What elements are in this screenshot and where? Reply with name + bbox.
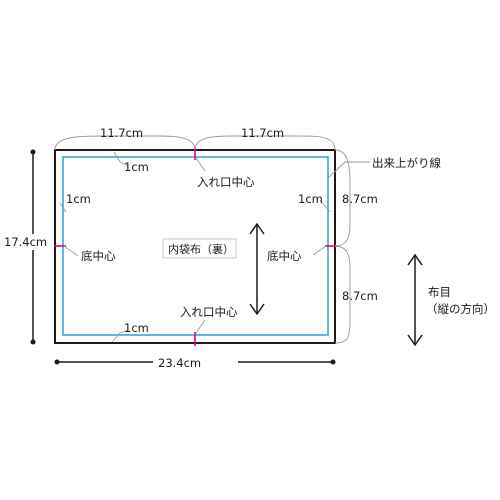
bottom-center-left-label: 底中心	[81, 249, 116, 263]
piece-name-box	[162, 238, 237, 259]
right-lower-dimension: 8.7cm	[342, 289, 378, 303]
height-total-label: 17.4cm	[4, 235, 47, 249]
seam-left-label: 1cm	[66, 192, 91, 206]
finish-line-leader	[327, 161, 370, 179]
grain-label-line1: 布目	[428, 285, 451, 299]
seam-bottom-label: 1cm	[124, 321, 149, 335]
opening-center-bottom-label: 入れ口中心	[180, 305, 238, 319]
seam-right-label: 1cm	[298, 192, 323, 206]
top-dimension-curves	[54, 135, 336, 151]
bottom-center-right-label: 底中心	[267, 249, 302, 263]
opening-center-top-label: 入れ口中心	[197, 175, 255, 189]
inner-grain-arrow	[249, 222, 265, 316]
finish-line-label: 出来上がり線	[372, 156, 441, 170]
seam-leaders	[59, 151, 331, 343]
top-center-leader	[195, 157, 206, 172]
piece-name-label: 内袋布（裏）	[168, 242, 234, 256]
right-center-leader	[312, 245, 327, 256]
top-right-dimension: 11.7cm	[241, 126, 284, 140]
grain-direction-arrow	[407, 253, 423, 347]
left-center-leader	[63, 245, 79, 257]
bottom-center-leader	[195, 319, 206, 334]
right-dimension-curves	[334, 149, 351, 344]
seam-top-label: 1cm	[124, 160, 149, 174]
grain-label-line2: （縦の方向）	[426, 302, 495, 316]
width-total-label: 23.4cm	[158, 356, 201, 370]
right-upper-dimension: 8.7cm	[342, 192, 378, 206]
top-left-dimension: 11.7cm	[100, 126, 143, 140]
